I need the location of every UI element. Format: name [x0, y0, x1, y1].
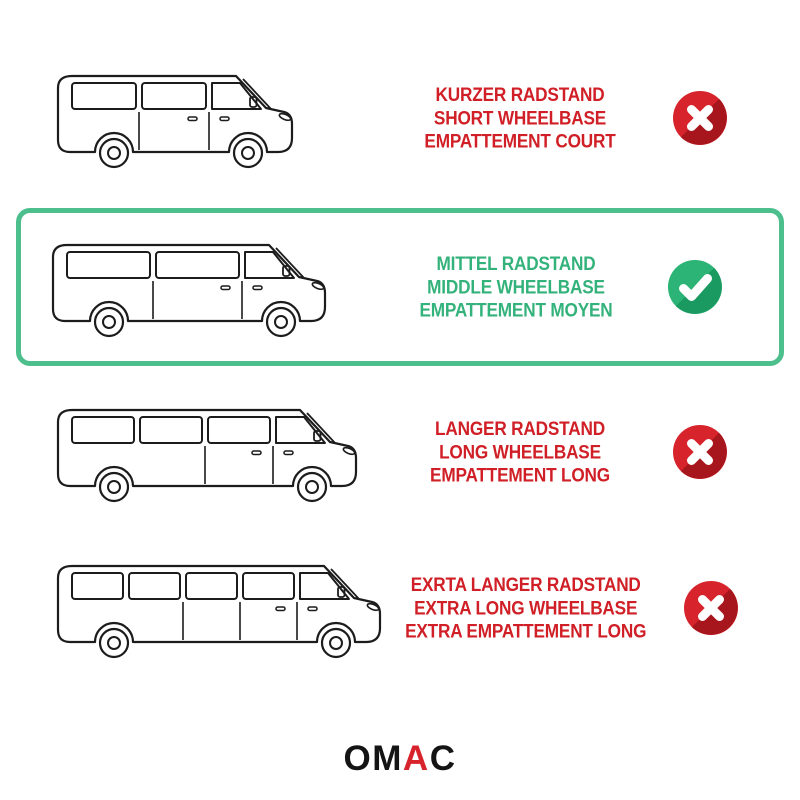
- status-badge: [644, 91, 784, 145]
- option-row-long-wheelbase: LANGER RADSTAND LONG WHEELBASE EMPATTEME…: [0, 366, 800, 516]
- option-label: LANGER RADSTAND LONG WHEELBASE EMPATTEME…: [405, 417, 636, 487]
- option-label-line: LONG WHEELBASE: [439, 440, 601, 463]
- option-label: EXRTA LANGER RADSTAND EXTRA LONG WHEELBA…: [405, 573, 646, 643]
- van-middle-wheelbase-illustration: [21, 231, 393, 343]
- option-label-line: EXTRA EMPATTEMENT LONG: [405, 619, 647, 642]
- option-label-line: EMPATTEMENT MOYEN: [419, 298, 613, 321]
- option-label: MITTEL RADSTAND MIDDLE WHEELBASE EMPATTE…: [402, 252, 631, 322]
- status-badge: [655, 581, 795, 635]
- option-label: KURZER RADSTAND SHORT WHEELBASE EMPATTEM…: [405, 83, 636, 153]
- brand-logo-row: OMAC: [0, 741, 800, 800]
- x-icon: [673, 91, 727, 145]
- option-label-line: EXRTA LANGER RADSTAND: [410, 573, 641, 596]
- x-icon: [684, 581, 739, 635]
- brand-logo-text: C: [429, 739, 457, 778]
- option-label-line: KURZER RADSTAND: [435, 83, 605, 106]
- option-label-line: EMPATTEMENT LONG: [430, 463, 610, 486]
- check-icon: [668, 260, 722, 314]
- van-drawing: [51, 243, 327, 338]
- option-label-line: MIDDLE WHEELBASE: [427, 275, 605, 298]
- brand-logo-text: A: [402, 739, 430, 778]
- selected-option-box: MITTEL RADSTAND MIDDLE WHEELBASE EMPATTE…: [16, 208, 784, 366]
- status-badge: [644, 425, 784, 479]
- option-row-short-wheelbase: KURZER RADSTAND SHORT WHEELBASE EMPATTEM…: [0, 48, 800, 186]
- option-label-line: LANGER RADSTAND: [435, 417, 605, 440]
- van-drawing: [56, 564, 382, 659]
- van-long-wheelbase-illustration: [24, 396, 396, 508]
- van-extra-long-wheelbase-illustration: [24, 552, 396, 664]
- option-label-line: EMPATTEMENT COURT: [424, 129, 616, 152]
- brand-logo: OMAC: [344, 741, 457, 776]
- option-label-line: MITTEL RADSTAND: [436, 252, 596, 275]
- option-label-line: EXTRA LONG WHEELBASE: [414, 596, 638, 619]
- van-short-wheelbase-illustration: [24, 62, 396, 174]
- van-drawing: [56, 408, 358, 503]
- option-row-extra-long-wheelbase: EXRTA LANGER RADSTAND EXTRA LONG WHEELBA…: [0, 516, 800, 672]
- x-icon: [673, 425, 727, 479]
- van-drawing: [56, 74, 294, 169]
- option-label-line: SHORT WHEELBASE: [433, 106, 607, 129]
- status-badge: [639, 260, 779, 314]
- brand-logo-text: OM: [343, 739, 403, 778]
